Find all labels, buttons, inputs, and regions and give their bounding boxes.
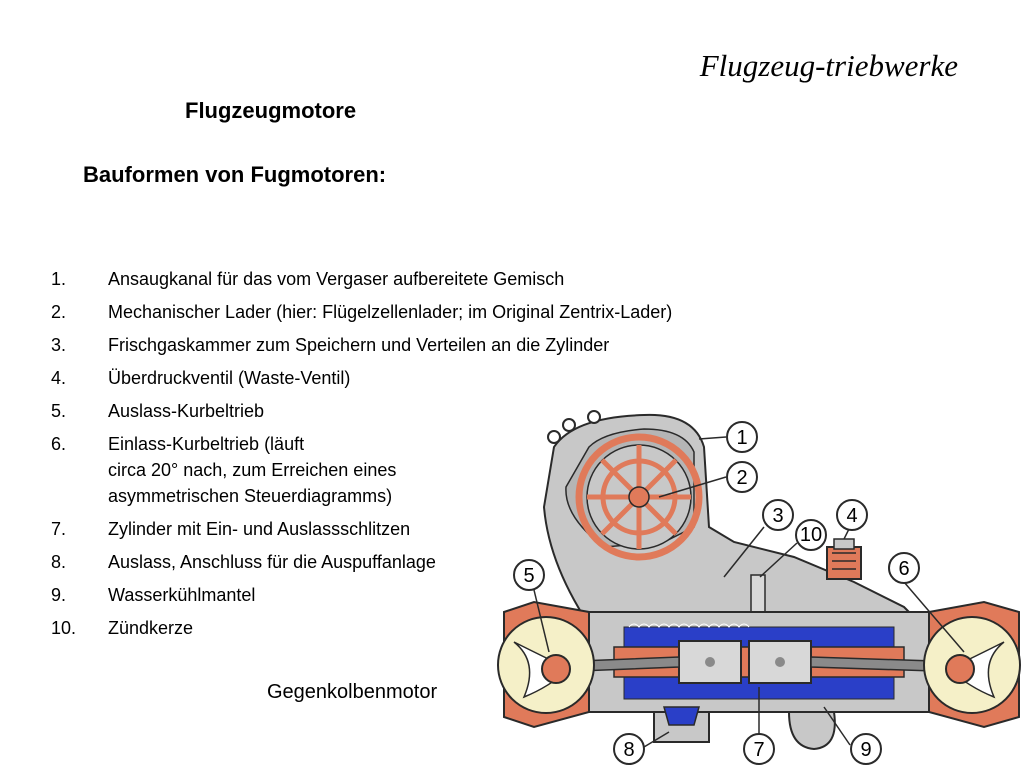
callout-label-7: 7 xyxy=(753,739,764,761)
legend-text: Wasserkühlmantel xyxy=(108,585,256,605)
legend-number: 9. xyxy=(51,585,67,605)
legend-number: 5. xyxy=(51,401,67,421)
section-subheading: Bauformen von Fugmotoren: xyxy=(83,162,387,187)
legend-text: Frischgaskammer zum Speichern und Vertei… xyxy=(108,335,610,355)
callout-label-4: 4 xyxy=(846,505,857,527)
legend-item: 2. Mechanischer Lader (hier: Flügelzellen… xyxy=(0,299,672,325)
callout-label-10: 10 xyxy=(800,524,822,546)
legend-text: Zündkerze xyxy=(108,618,194,638)
legend-text: circa 20° nach, zum Erreichen eines xyxy=(108,460,397,480)
legend-item: 9. Wasserkühlmantel xyxy=(0,582,672,608)
legend-number: 10. xyxy=(51,618,77,638)
legend-item: 1. Ansaugkanal für das vom Vergaser aufbe… xyxy=(0,266,672,292)
legend-number: 8. xyxy=(51,552,67,572)
callout-label-9: 9 xyxy=(860,739,871,761)
legend-text: Auslass-Kurbeltrieb xyxy=(108,401,265,421)
callout-label-6: 6 xyxy=(898,558,909,580)
opposed-piston-engine-diagram: 1 2 3 10 4 5 6 8 7 9 xyxy=(497,410,1021,765)
left-crankcase xyxy=(497,600,595,729)
callout-label-1: 1 xyxy=(736,427,747,449)
callout-2: 2 xyxy=(658,461,758,498)
callout-8: 8 xyxy=(613,731,670,765)
legend-text: asymmetrischen Steuerdiagramms) xyxy=(108,486,393,506)
callout-label-5: 5 xyxy=(523,565,534,587)
callout-label-8: 8 xyxy=(623,739,634,761)
callout-4: 4 xyxy=(836,499,868,540)
legend-text: Überdruckventil (Waste-Ventil) xyxy=(108,368,351,388)
legend-number: 7. xyxy=(51,519,67,539)
legend-number: 2. xyxy=(51,302,67,322)
callout-10: 10 xyxy=(759,519,827,578)
slide-title: Flugzeug-triebwerke xyxy=(699,48,958,83)
legend-text: Auslass, Anschluss für die Auspuffanlage xyxy=(108,552,436,572)
callout-3: 3 xyxy=(723,499,794,578)
vane-rotor xyxy=(575,433,703,561)
legend-text: Ansaugkanal für das vom Vergaser aufbere… xyxy=(108,269,565,289)
legend-item: 3. Frischgaskammer zum Speichern und Vert… xyxy=(0,332,672,358)
figure-caption: Gegenkolbenmotor xyxy=(267,681,438,703)
callout-5: 5 xyxy=(513,559,550,653)
callout-6: 6 xyxy=(888,552,965,653)
callout-7: 7 xyxy=(743,687,775,765)
legend-text: Zylinder mit Ein- und Auslassschlitzen xyxy=(108,519,411,539)
legend-item: 5. Auslass-Kurbeltrieb xyxy=(0,398,672,424)
legend-item: 8. Auslass, Anschluss für die Auspuffanla… xyxy=(0,549,672,575)
legend-number: 4. xyxy=(51,368,67,388)
legend-item: 7. Zylinder mit Ein- und Auslassschlitzen xyxy=(0,516,672,542)
legend-number: 1. xyxy=(51,269,67,289)
page-heading: Flugzeugmotore xyxy=(185,98,357,123)
legend-item: 4. Überdruckventil (Waste-Ventil) xyxy=(0,365,672,391)
legend-item: 6. Einlass-Kurbeltrieb (läuft circa 20° na… xyxy=(0,431,672,509)
waste-valve xyxy=(826,538,862,580)
right-crankcase xyxy=(923,600,1021,729)
component-legend-list: 1. Ansaugkanal für das vom Vergaser aufbe… xyxy=(0,266,672,648)
callout-9: 9 xyxy=(823,706,882,765)
callout-label-2: 2 xyxy=(736,467,747,489)
exhaust-outlet xyxy=(653,706,836,751)
legend-item: 10. Zündkerze xyxy=(0,615,672,641)
legend-number: 3. xyxy=(51,335,67,355)
legend-text: Einlass-Kurbeltrieb (läuft xyxy=(108,434,305,454)
legend-text: Mechanischer Lader (hier: Flügelzellenla… xyxy=(108,302,673,322)
callout-1: 1 xyxy=(698,421,758,453)
legend-number: 6. xyxy=(51,434,67,454)
callout-label-3: 3 xyxy=(772,505,783,527)
